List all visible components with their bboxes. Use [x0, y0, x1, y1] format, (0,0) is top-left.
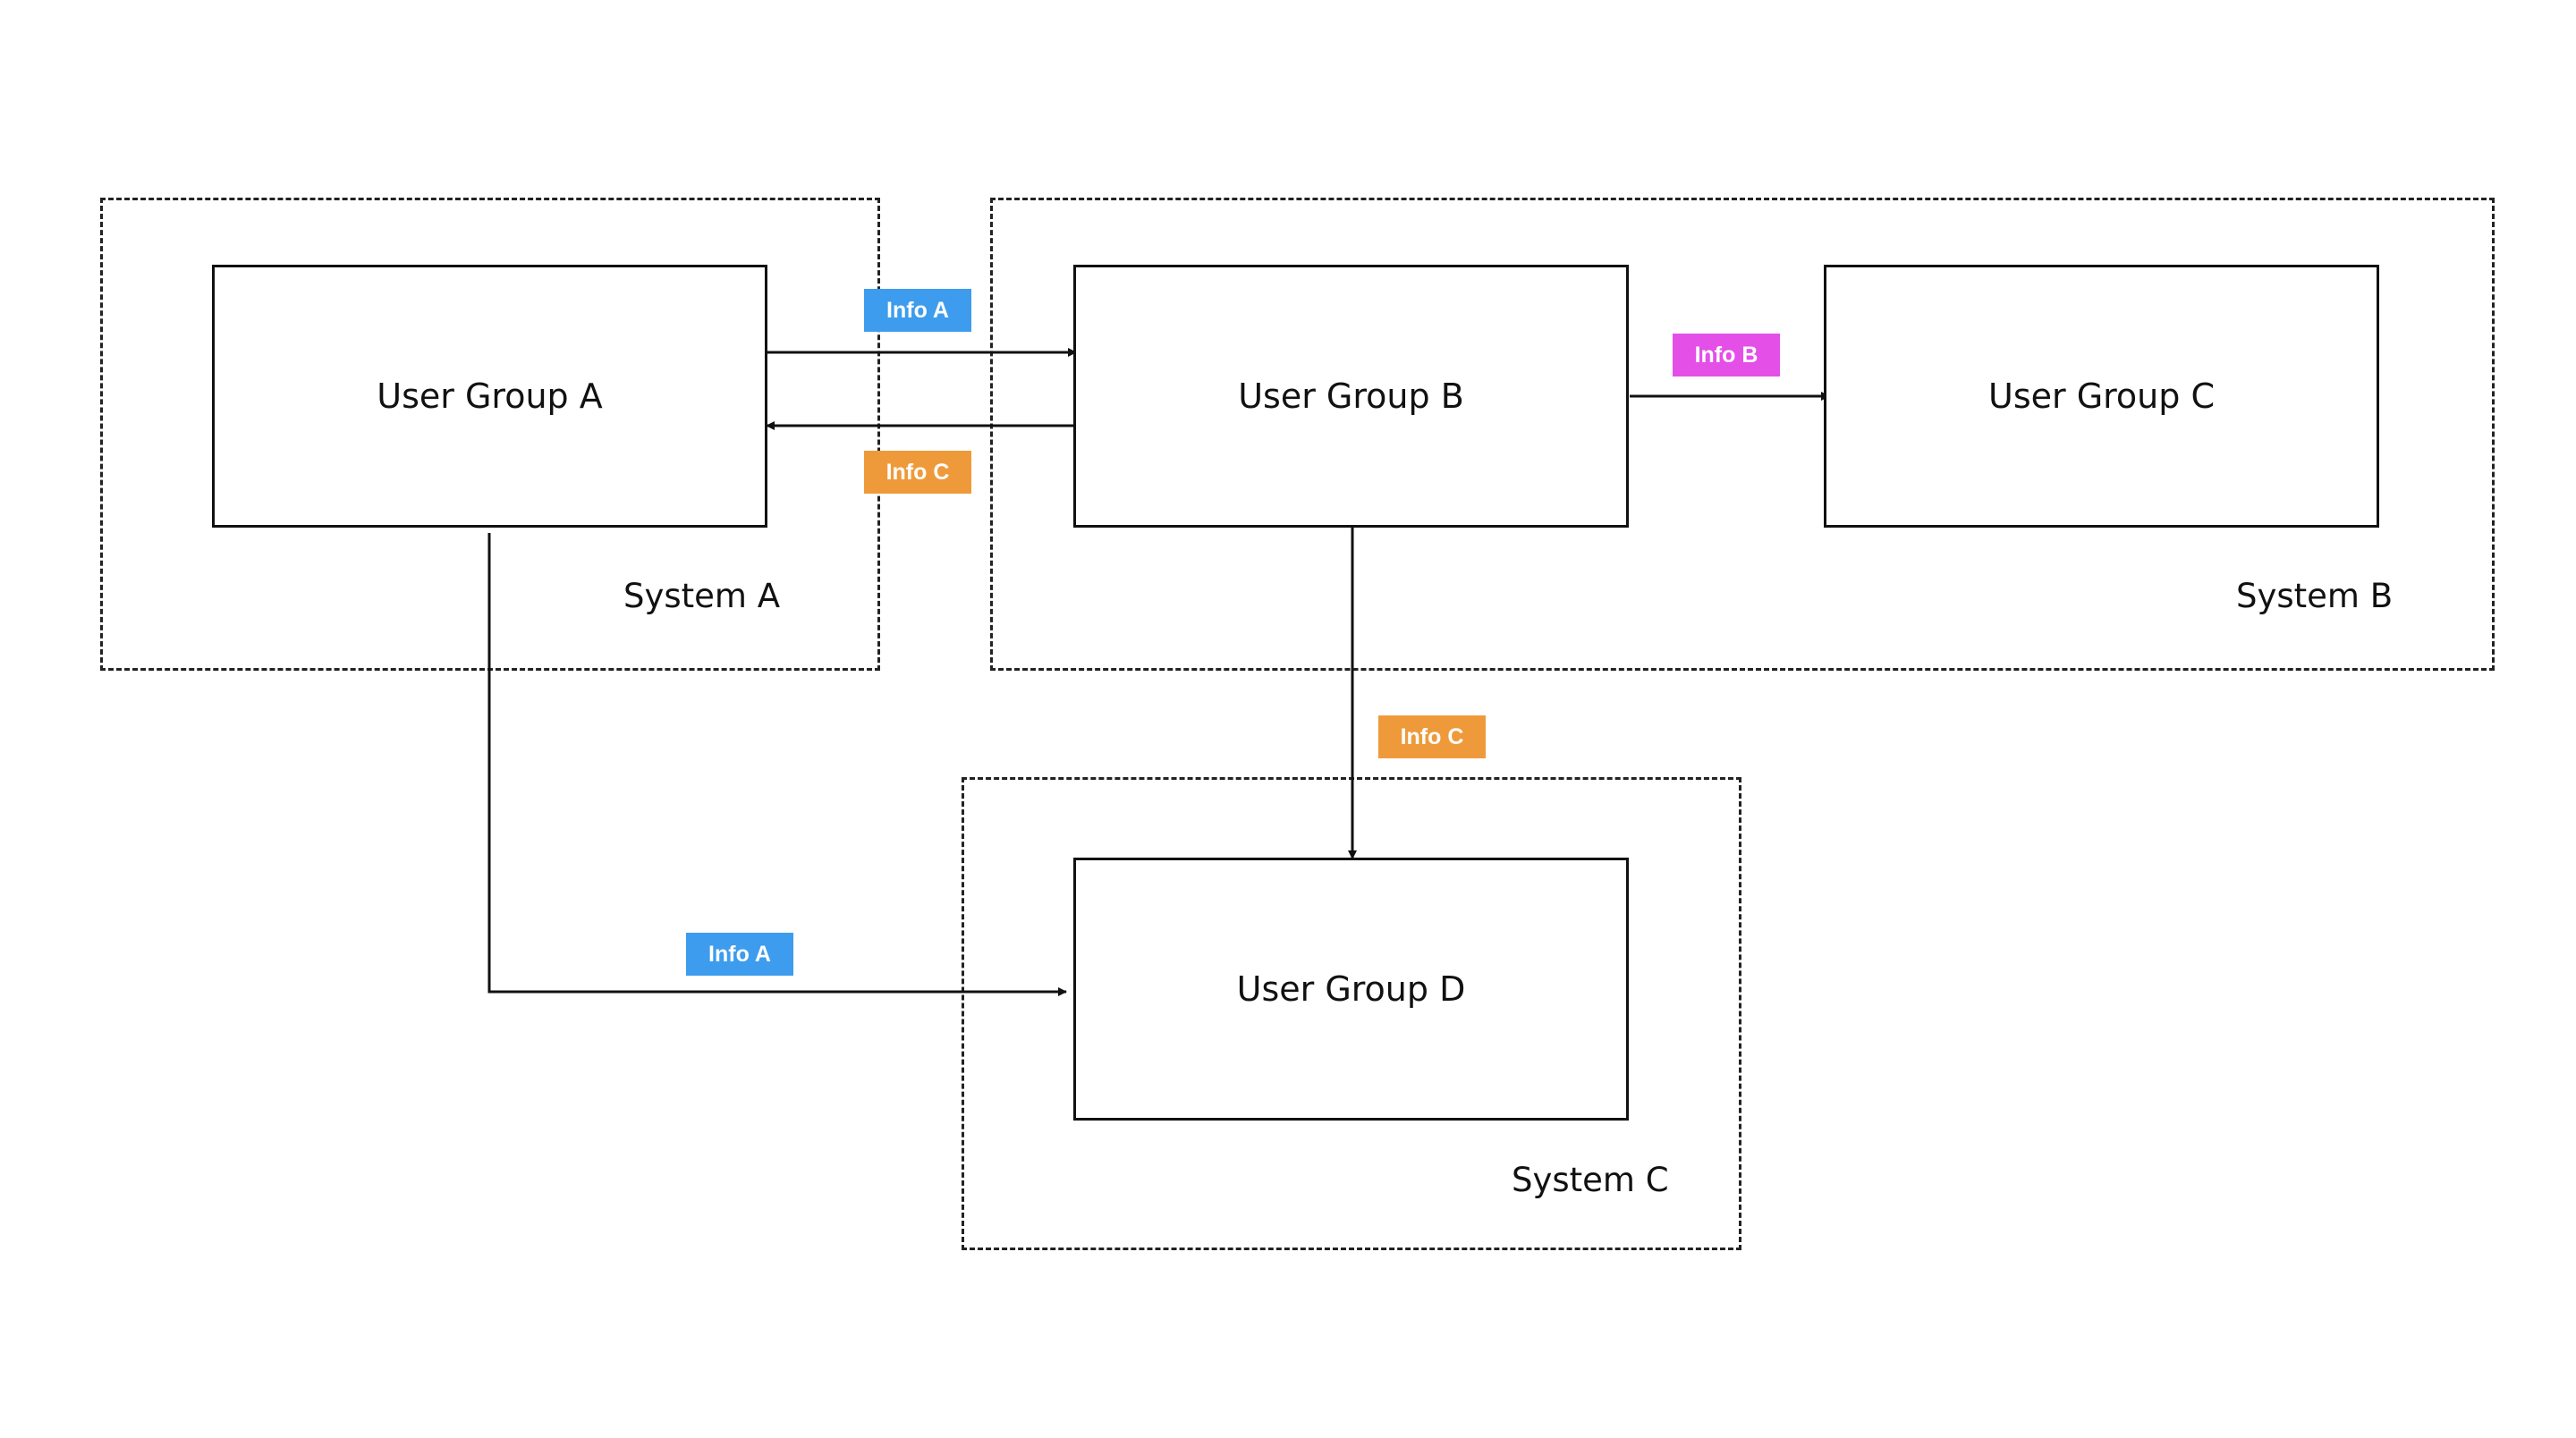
info-a-badge-bottom: Info A [686, 933, 793, 976]
user-group-d-label: User Group D [1236, 969, 1466, 1009]
system-c-label: System C [1512, 1161, 1669, 1199]
user-group-d-box: User Group D [1073, 858, 1629, 1121]
info-b-badge: Info B [1673, 334, 1780, 376]
user-group-a-label: User Group A [377, 376, 603, 416]
info-a-badge-top: Info A [864, 289, 971, 332]
user-group-b-box: User Group B [1073, 265, 1629, 528]
system-b-container [990, 198, 2495, 671]
user-group-a-box: User Group A [212, 265, 767, 528]
user-group-c-label: User Group C [1988, 376, 2215, 416]
system-b-label: System B [2236, 577, 2394, 615]
system-a-label: System A [623, 577, 781, 615]
info-c-badge-top: Info C [864, 451, 971, 494]
user-group-b-label: User Group B [1238, 376, 1464, 416]
info-c-badge-middle: Info C [1378, 715, 1486, 758]
user-group-c-box: User Group C [1824, 265, 2379, 528]
